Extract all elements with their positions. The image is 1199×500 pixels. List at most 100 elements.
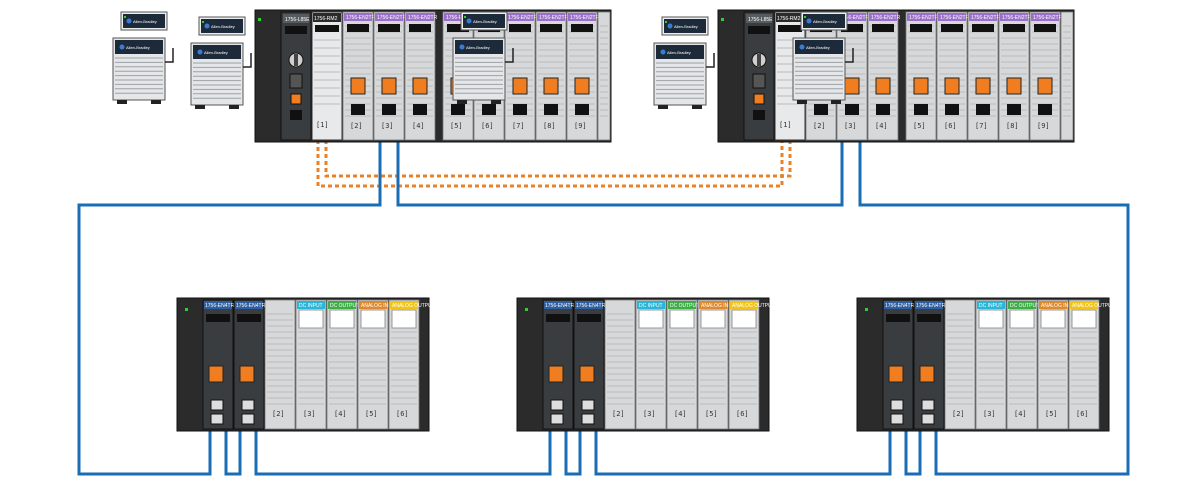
ps-top-panel (803, 14, 845, 28)
slot-label: [6] (396, 410, 409, 418)
slot-label: [8] (1006, 122, 1019, 130)
ps-front-panel (455, 40, 503, 54)
ps-cable (845, 48, 854, 63)
rm-label: 1756-RM2 (777, 16, 801, 22)
ethernet-cable (224, 430, 242, 476)
slot-label: [6] (481, 122, 494, 130)
module-header (297, 301, 325, 309)
status-indicator (888, 365, 904, 383)
status-indicator (844, 77, 860, 95)
adapter-label: 1756-EN4TR (205, 303, 235, 309)
module-slot-6: ANALOG OUTPUT[6] (1068, 299, 1115, 430)
ethernet-port-icon (241, 399, 255, 411)
module-body (1029, 11, 1061, 141)
cpu-header (746, 14, 772, 23)
module-header-label: 1756-EN2TR (871, 15, 901, 21)
adapter-header (915, 301, 943, 309)
slot-label: [3] (643, 410, 656, 418)
module-body (1060, 11, 1074, 141)
usb-port-icon (753, 93, 765, 105)
adapter-display (886, 314, 910, 322)
usb-port-icon (290, 93, 302, 105)
adapter-display (206, 314, 230, 322)
status-led-icon (124, 16, 126, 18)
module-header-label: 1756-EN2TR (840, 15, 870, 21)
cpu-display (748, 26, 770, 34)
chassis-status-led (721, 18, 724, 21)
module-header (730, 301, 758, 309)
ps-foot (491, 100, 501, 104)
slot-label: [8] (543, 122, 556, 130)
module-header-label: 1756-EN2TR (377, 15, 407, 21)
status-led-icon (202, 21, 204, 23)
ps-foot (457, 100, 467, 104)
status-led-icon (804, 16, 806, 18)
module-header (328, 301, 356, 309)
ethernet-port-icon (241, 413, 255, 425)
slot-label: [5] (450, 122, 463, 130)
ethernet-port-icon (1007, 104, 1021, 115)
ps-cable (165, 48, 174, 63)
module-header (869, 13, 897, 21)
adapter-label: 1756-EN4TR (545, 303, 575, 309)
ps-foot (831, 100, 841, 104)
module-header-label: DC INPUT (979, 303, 1003, 309)
module-header (668, 301, 696, 309)
ps-foot (195, 105, 205, 109)
slot-label: [2] (612, 410, 625, 418)
ab-logo-icon (806, 18, 812, 24)
status-led-icon (665, 21, 667, 23)
adapter-header (884, 301, 912, 309)
ethernet-port-icon (382, 104, 396, 115)
slot-label: [1] (316, 121, 329, 129)
adapter-header (204, 301, 232, 309)
module-header (969, 13, 997, 21)
sd-card-icon (289, 73, 303, 89)
status-indicator (543, 77, 559, 95)
ethernet-port-icon (581, 399, 595, 411)
chassis-status-led (258, 18, 261, 21)
adapter-display (546, 314, 570, 322)
slot-label: [6] (736, 410, 749, 418)
ethernet-cable (564, 430, 582, 476)
rm-body (311, 11, 343, 141)
rm-display (778, 25, 802, 32)
module-header-label: 1756-EN2TR (909, 15, 939, 21)
io-status-panel (391, 309, 417, 329)
redundancy-module: 1756-RM2 [1] (311, 11, 343, 141)
ab-logo-icon (660, 49, 666, 55)
ps-front-panel (795, 40, 843, 54)
module-body (504, 11, 536, 141)
io-status-panel (669, 309, 695, 329)
module-slot-2: [2] (944, 299, 976, 430)
slot-label: [2] (272, 410, 285, 418)
module-slot-3: DC INPUT[3] (295, 299, 327, 430)
slot-label: [3] (844, 122, 857, 130)
status-indicator (512, 77, 528, 95)
status-indicator (913, 77, 929, 95)
module-slot-6: ANALOG OUTPUT[6] (728, 299, 775, 430)
ethernet-port-icon (814, 104, 828, 115)
adapter-display (577, 314, 601, 322)
ethernet-port-icon (845, 104, 859, 115)
io-status-panel (360, 309, 386, 329)
slot-label: [6] (944, 122, 957, 130)
module-header (344, 13, 372, 21)
slot-label: [2] (350, 122, 363, 130)
ps-foot (229, 105, 239, 109)
ps-cable (505, 48, 514, 63)
adapter-module-1: 1756-EN4TR (882, 299, 915, 430)
module-slot-5: ANALOG INPUT[5] (1037, 299, 1078, 430)
module-header-label: ANALOG INPUT (361, 303, 398, 309)
module-header-label: 1756-EN2TR (570, 15, 600, 21)
module-slot-filler (1060, 11, 1074, 141)
rm-label: 1756-RM2 (314, 16, 338, 22)
